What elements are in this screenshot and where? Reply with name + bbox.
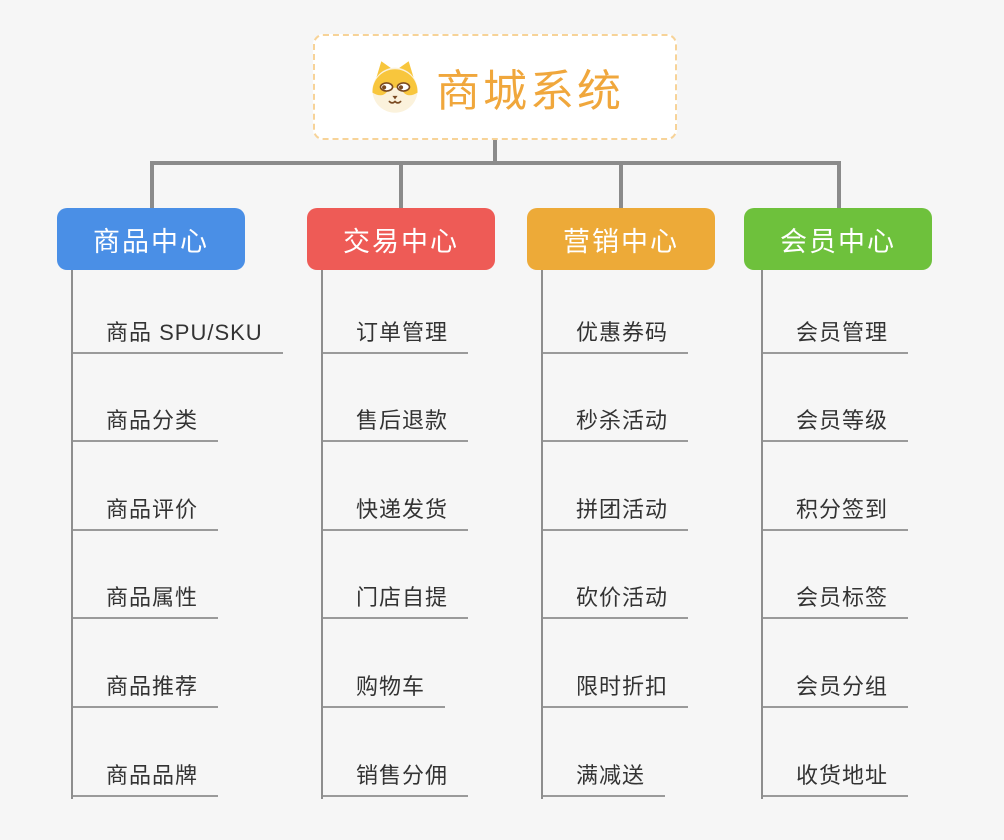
root-title: 商城系统 [436, 67, 624, 116]
branch-children-product-center: 商品 SPU/SKU 商品分类 商品评价 商品属性 商品推荐 商品品牌 [71, 270, 303, 799]
leaf-node[interactable]: 砍价活动 [543, 581, 689, 619]
branch-label: 会员中心 [780, 226, 896, 257]
leaf-node[interactable]: 售后退款 [323, 404, 469, 442]
branch-children-trade-center: 订单管理 售后退款 快递发货 门店自提 购物车 销售分佣 [321, 270, 553, 799]
leaf-node[interactable]: 商品评价 [73, 493, 219, 531]
leaf-node[interactable]: 积分签到 [763, 493, 909, 531]
branch-header-product-center[interactable]: 商品中心 [57, 208, 245, 270]
branch-children-member-center: 会员管理 会员等级 积分签到 会员标签 会员分组 收货地址 [761, 270, 993, 799]
leaf-node[interactable]: 销售分佣 [323, 759, 469, 797]
leaf-node[interactable]: 会员等级 [763, 404, 909, 442]
branch-label: 交易中心 [343, 226, 459, 257]
leaf-node[interactable]: 秒杀活动 [543, 404, 689, 442]
branch-header-member-center[interactable]: 会员中心 [744, 208, 932, 270]
leaf-node[interactable]: 订单管理 [323, 316, 469, 354]
leaf-node[interactable]: 购物车 [323, 670, 446, 708]
connector-drop-trade [399, 161, 403, 209]
connector-drop-member [837, 161, 841, 209]
leaf-node[interactable]: 门店自提 [323, 581, 469, 619]
connector-horizontal-bus [150, 161, 840, 165]
leaf-node[interactable]: 拼团活动 [543, 493, 689, 531]
leaf-node[interactable]: 会员标签 [763, 581, 909, 619]
leaf-node[interactable]: 限时折扣 [543, 670, 689, 708]
leaf-node[interactable]: 满减送 [543, 759, 666, 797]
leaf-node[interactable]: 商品品牌 [73, 759, 219, 797]
connector-drop-product [150, 161, 154, 209]
branch-children-marketing-center: 优惠券码 秒杀活动 拼团活动 砍价活动 限时折扣 满减送 [541, 270, 773, 799]
branch-label: 商品中心 [93, 226, 209, 257]
branch-header-marketing-center[interactable]: 营销中心 [527, 208, 715, 270]
branch-header-trade-center[interactable]: 交易中心 [307, 208, 495, 270]
leaf-node[interactable]: 商品属性 [73, 581, 219, 619]
connector-root-stub [493, 140, 497, 162]
leaf-node[interactable]: 会员分组 [763, 670, 909, 708]
leaf-node[interactable]: 商品分类 [73, 404, 219, 442]
dog-face-icon [366, 58, 424, 116]
leaf-node[interactable]: 优惠券码 [543, 316, 689, 354]
leaf-node[interactable]: 商品推荐 [73, 670, 219, 708]
branch-label: 营销中心 [563, 226, 679, 257]
connector-drop-marketing [619, 161, 623, 209]
leaf-node[interactable]: 会员管理 [763, 316, 909, 354]
root-node[interactable]: 商城系统 [313, 34, 677, 140]
leaf-node[interactable]: 商品 SPU/SKU [73, 316, 283, 354]
leaf-node[interactable]: 快递发货 [323, 493, 469, 531]
leaf-node[interactable]: 收货地址 [763, 759, 909, 797]
